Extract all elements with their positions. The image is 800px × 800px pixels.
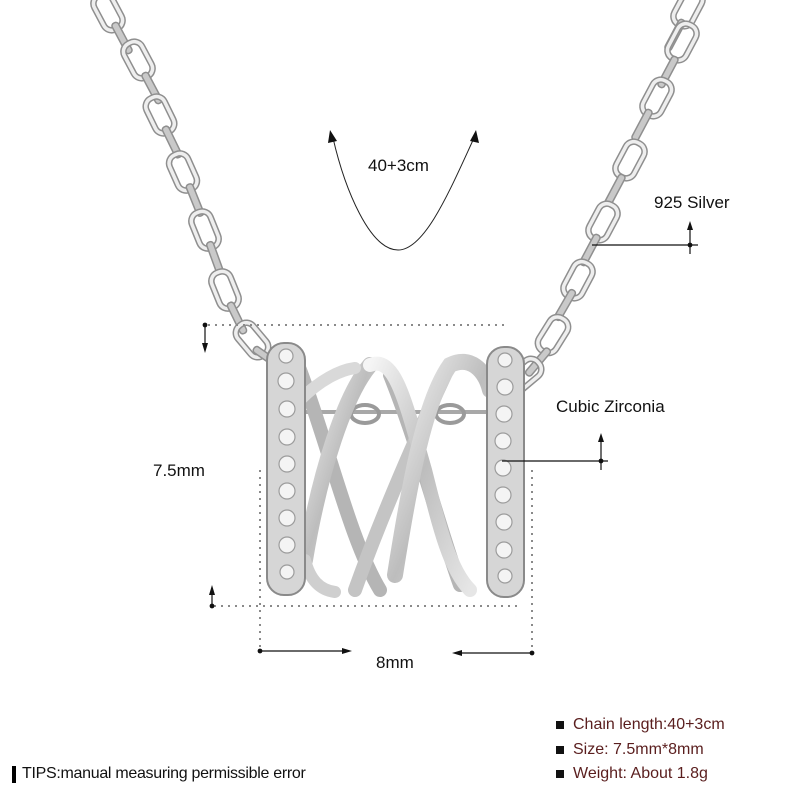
height-dimension [202, 322, 520, 609]
spec-item: Weight: About 1.8g [556, 762, 725, 787]
square-bullet-icon [556, 745, 564, 754]
spec-chain-length: Chain length:40+3cm [573, 716, 725, 734]
tips-bar-icon [12, 765, 16, 783]
spec-weight: Weight: About 1.8g [573, 765, 708, 783]
chain-length-diagram [328, 130, 479, 251]
zirconia-pointer [502, 433, 608, 470]
chain-length-label: 40+3cm [368, 156, 429, 175]
width-dimension [257, 470, 535, 656]
left-chain [90, 0, 285, 372]
tips-text: TIPS:manual measuring permissible error [22, 765, 306, 782]
square-bullet-icon [556, 721, 564, 730]
spec-size: Size: 7.5mm*8mm [573, 740, 704, 758]
spec-item: Chain length:40+3cm [556, 713, 725, 738]
height-label: 7.5mm [153, 461, 205, 480]
spring-pendant [266, 342, 525, 598]
silver-pointer [592, 221, 698, 254]
spec-item: Size: 7.5mm*8mm [556, 738, 725, 763]
material-label: 925 Silver [654, 193, 730, 212]
tips-note: TIPS:manual measuring permissible error [12, 765, 306, 783]
square-bullet-icon [556, 770, 564, 779]
stone-label: Cubic Zirconia [556, 397, 665, 416]
width-label: 8mm [376, 653, 414, 672]
spec-list: Chain length:40+3cm Size: 7.5mm*8mm Weig… [556, 713, 725, 787]
